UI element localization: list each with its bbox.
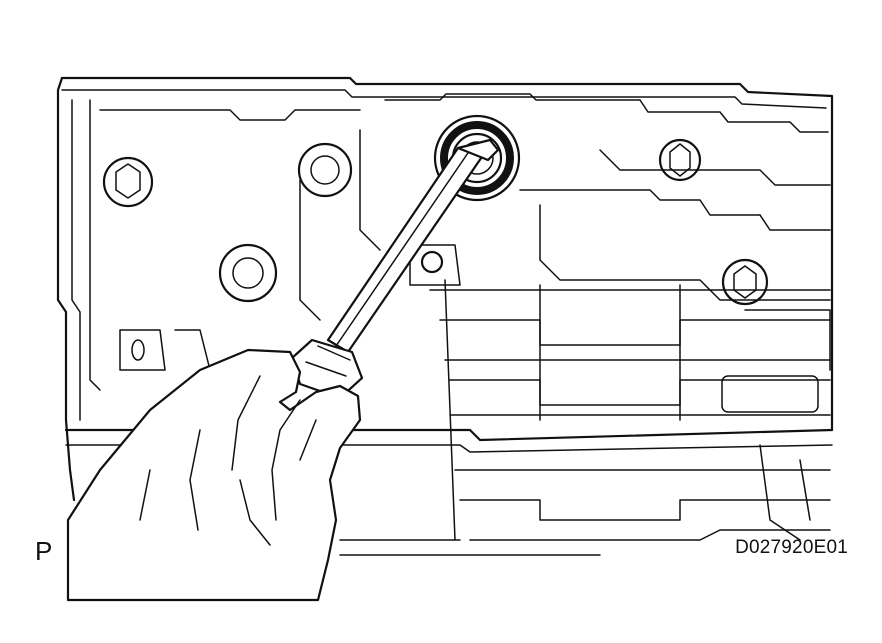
figure-code: D027920E01 bbox=[735, 537, 848, 558]
transmission-case-drawing bbox=[56, 76, 834, 541]
bolt-icon bbox=[102, 138, 769, 306]
hand-icon bbox=[66, 348, 362, 602]
view-label: P bbox=[35, 536, 53, 566]
screwdriver-icon bbox=[290, 138, 500, 400]
